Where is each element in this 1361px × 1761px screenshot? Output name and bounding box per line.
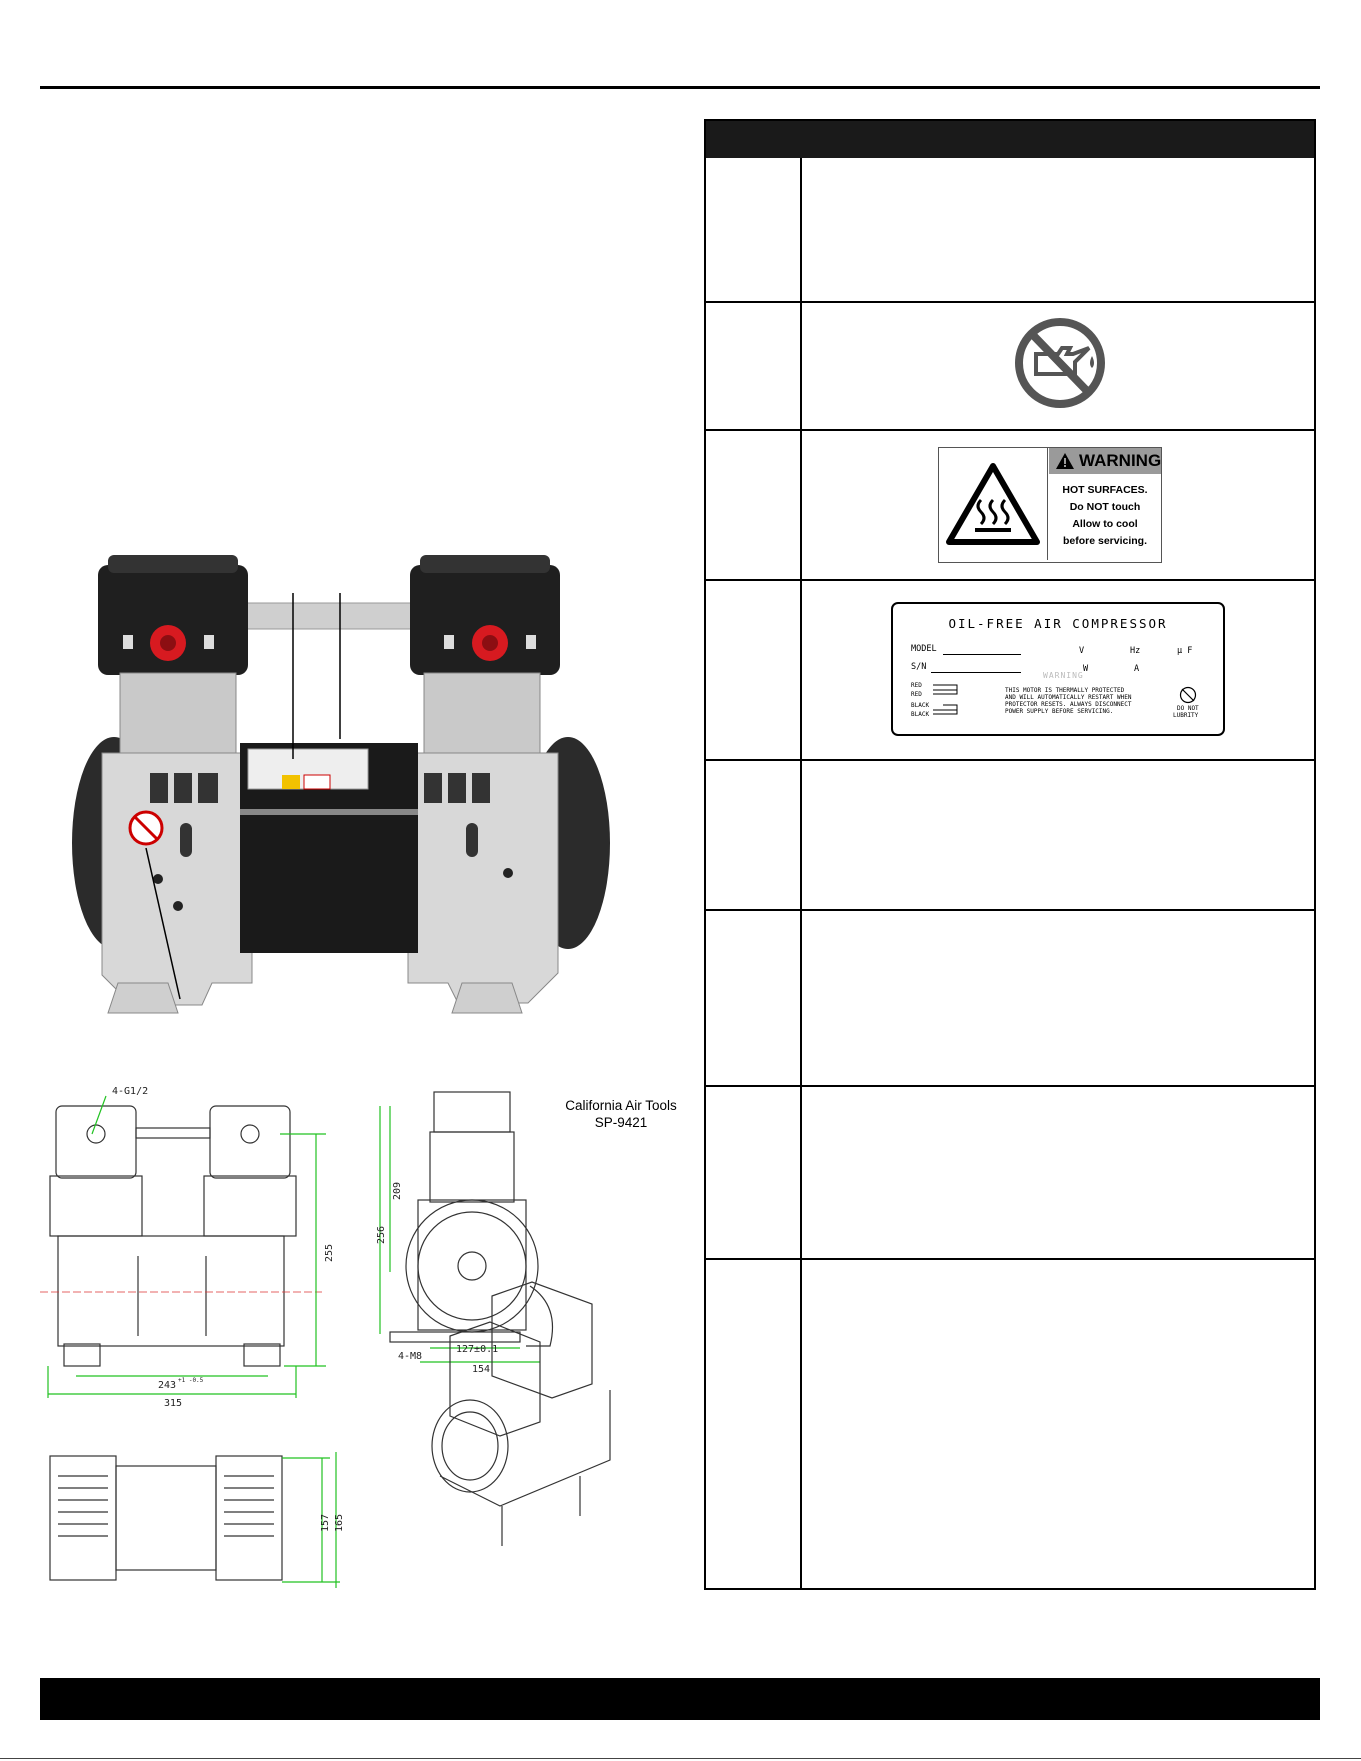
dim-label: 255	[324, 1244, 335, 1262]
sn-label: S/N	[911, 662, 927, 672]
warning-line: HOT SURFACES.	[1062, 484, 1148, 496]
no-lube-text: DO NOT	[1177, 705, 1199, 712]
wire-label: BLACK	[911, 711, 930, 718]
footer-bar	[40, 1678, 1320, 1720]
drawing-caption-model: SP-9421	[594, 1115, 648, 1130]
unit-uf: μ F	[1177, 646, 1193, 656]
hot-surface-icon	[946, 463, 1040, 545]
dim-label: 4-M8	[398, 1351, 422, 1362]
label-table	[704, 119, 1316, 1590]
dim-label: 209	[392, 1182, 403, 1200]
notice-line: AND WILL AUTOMATICALLY RESTART WHEN	[1005, 694, 1132, 701]
table-row	[706, 759, 1314, 761]
unit-watt: W	[1083, 664, 1089, 674]
wire-label: BLACK	[911, 702, 930, 709]
table-row	[706, 1258, 1314, 1260]
no-oil-icon	[1015, 318, 1105, 408]
no-lubricate-icon	[1179, 686, 1197, 704]
faint-warning: WARNING	[1043, 671, 1084, 680]
dim-label: 154	[472, 1364, 490, 1375]
hot-surface-warning-label: WARNING HOT SURFACES. Do NOT touch Allow…	[938, 447, 1162, 563]
warning-line: before servicing.	[1062, 535, 1148, 547]
table-row	[706, 429, 1314, 431]
dim-label: 165	[334, 1514, 345, 1532]
dim-label: 157	[320, 1514, 331, 1532]
dim-label: 256	[376, 1226, 387, 1244]
table-row	[706, 909, 1314, 911]
warning-line: Do NOT touch	[1069, 501, 1141, 513]
dim-label: 127±0.1	[456, 1344, 498, 1355]
model-label: MODEL	[911, 644, 937, 654]
drawing-caption-brand: California Air Tools	[565, 1098, 677, 1113]
wiring-diagram	[933, 684, 958, 715]
table-row	[706, 579, 1314, 581]
dim-label: 243	[158, 1380, 176, 1391]
unit-hz: Hz	[1130, 646, 1141, 656]
dim-label: 4-G1/2	[112, 1086, 148, 1097]
notice-line: THIS MOTOR IS THERMALLY PROTECTED	[1005, 687, 1125, 694]
dim-label: +1 -0.5	[178, 1377, 204, 1384]
wire-label: RED	[911, 682, 922, 689]
unit-amp: A	[1134, 664, 1140, 674]
table-row	[706, 1085, 1314, 1087]
warning-triangle-icon	[1056, 453, 1074, 469]
notice-line: POWER SUPPLY BEFORE SERVICING.	[1005, 708, 1114, 715]
nameplate-title: OIL-FREE AIR COMPRESSOR	[948, 616, 1168, 631]
motor-nameplate: OIL-FREE AIR COMPRESSOR MODEL V Hz μ F S…	[891, 602, 1225, 736]
table-row	[706, 301, 1314, 303]
header-rule	[40, 86, 1320, 89]
notice-line: PROTECTOR RESETS. ALWAYS DISCONNECT	[1005, 701, 1132, 708]
warning-line: Allow to cool	[1072, 518, 1138, 530]
unit-volt: V	[1079, 646, 1085, 656]
compressor-photo	[72, 555, 610, 1014]
table-header	[706, 121, 1314, 158]
wire-label: RED	[911, 691, 922, 698]
no-lube-text: LUBRITY	[1173, 712, 1199, 719]
dim-label: 315	[164, 1398, 182, 1409]
dimension-drawings: 4-G1/2 255 243 +1 -0.5 315 209 256 4-M8 …	[40, 1086, 611, 1588]
